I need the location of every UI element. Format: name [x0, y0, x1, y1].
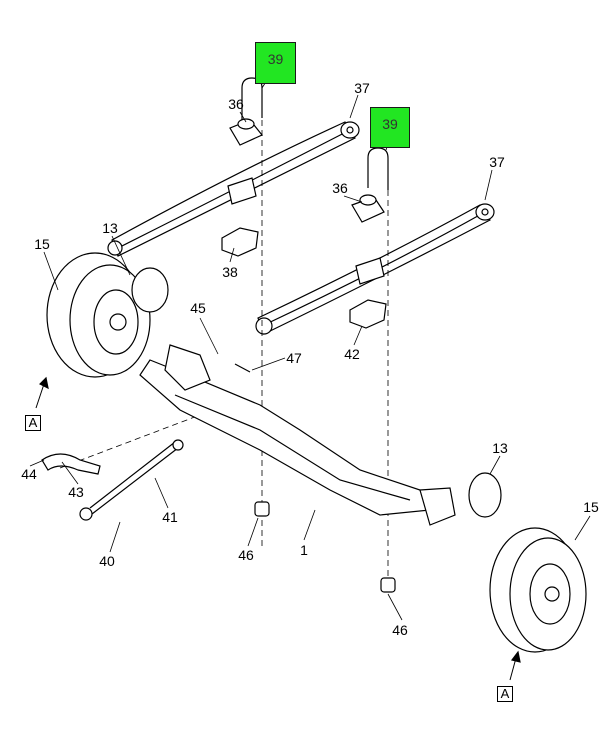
callout-40: 40: [99, 553, 115, 569]
callout-43: 43: [68, 484, 84, 500]
leaf-spring-left: [107, 121, 360, 257]
hotspot-39-right[interactable]: 39: [370, 107, 410, 148]
view-marker-a: A: [497, 686, 513, 702]
u-bolt-right: [367, 147, 389, 190]
callout-42: 42: [344, 346, 360, 362]
callout-41: 41: [162, 509, 178, 525]
callout-37: 37: [354, 80, 370, 96]
callout-44: 44: [21, 466, 37, 482]
hotspot-label: 39: [382, 116, 398, 132]
callout-46: 46: [238, 547, 254, 563]
view-marker-a: A: [25, 415, 41, 431]
callout-15: 15: [583, 499, 599, 515]
axle-beam: [139, 344, 456, 526]
callout-15: 15: [34, 236, 50, 252]
callout-47: 47: [286, 350, 302, 366]
callout-1: 1: [300, 542, 308, 558]
brake-drum-right: [468, 472, 587, 653]
callout-36: 36: [332, 180, 348, 196]
leaf-spring-right: [255, 203, 495, 335]
u-bolt-left: [241, 77, 263, 122]
callout-13: 13: [492, 440, 508, 456]
callout-45: 45: [190, 300, 206, 316]
callout-13: 13: [102, 220, 118, 236]
hotspot-label: 39: [267, 51, 284, 67]
hotspot-39-left[interactable]: 39: [255, 42, 296, 84]
callout-36: 36: [228, 96, 244, 112]
callout-46: 46: [392, 622, 408, 638]
brake-drum-left: [46, 252, 169, 378]
callout-37: 37: [489, 154, 505, 170]
callout-38: 38: [222, 264, 238, 280]
tie-rod: [41, 439, 184, 521]
